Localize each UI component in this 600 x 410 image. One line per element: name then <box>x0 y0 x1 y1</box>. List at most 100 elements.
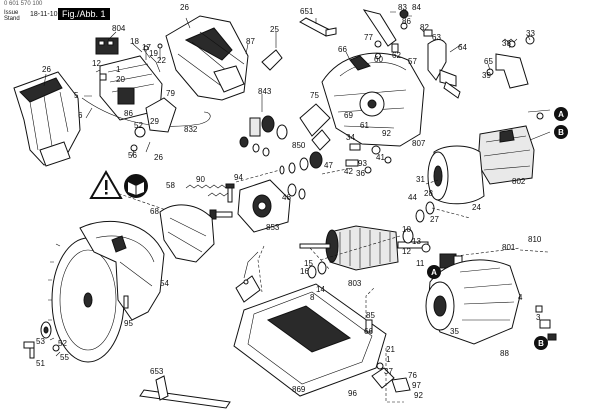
part-label: 15 <box>304 259 313 268</box>
part-label: 66 <box>338 45 347 54</box>
field-coil-802 <box>477 109 551 185</box>
right-handle-half <box>165 15 249 101</box>
callout-b-top: B <box>554 125 568 139</box>
part-label: 62 <box>392 51 401 60</box>
part-label: 85 <box>366 311 375 320</box>
callout-a-top: A <box>554 107 568 121</box>
part-label: 18 <box>130 37 139 46</box>
rip-fence-bracket <box>235 251 261 303</box>
guide-bar-653 <box>139 375 231 409</box>
pins-and-springs <box>345 143 392 174</box>
part-label: 51 <box>36 359 45 368</box>
part-label: 12 <box>92 59 101 68</box>
part-label: 31 <box>416 175 425 184</box>
small-parts-column-1 <box>374 40 399 59</box>
part-label: 28 <box>424 189 433 198</box>
part-label: 41 <box>376 153 385 162</box>
wedge-part-75 <box>299 103 331 151</box>
spring-58 <box>185 184 233 197</box>
callout-b-bottom: B <box>534 336 548 350</box>
angle-bracket <box>486 35 535 89</box>
left-handle-half <box>13 71 81 167</box>
armature-803 <box>299 201 435 279</box>
part-label: 69 <box>344 111 353 120</box>
part-label: 803 <box>348 279 362 288</box>
part-label: 843 <box>258 87 272 96</box>
part-label: 60 <box>374 55 383 64</box>
hex-key <box>299 17 337 37</box>
part-label: 92 <box>414 391 423 400</box>
part-label: 58 <box>166 181 175 190</box>
spring-38 <box>501 38 518 43</box>
issue-label: Issue Stand <box>4 10 20 22</box>
part-label: 55 <box>60 353 69 362</box>
part-label: 83 <box>398 3 407 12</box>
part-label: 47 <box>324 161 333 170</box>
part-label: 651 <box>300 7 314 16</box>
screw-94 <box>225 183 235 203</box>
base-plate <box>233 283 387 397</box>
part-label: 850 <box>292 141 306 150</box>
spindle-gear-stack <box>239 115 288 157</box>
part-label: 12 <box>402 247 411 256</box>
part-label: 853 <box>266 223 280 232</box>
part-label: 804 <box>112 24 126 33</box>
part-label: 82 <box>420 23 429 32</box>
part-label: 63 <box>432 33 441 42</box>
issue-date: 18-11-10 <box>30 11 58 18</box>
part-label: 53 <box>36 337 45 346</box>
part-label: 64 <box>458 43 467 52</box>
blade-guard-lever-68 <box>159 204 215 263</box>
part-label: 802 <box>512 177 526 186</box>
part-label: 4 <box>518 293 523 302</box>
callout-a-mid: A <box>427 265 441 279</box>
callout-a-top-label: A <box>558 110 564 119</box>
part-label: 96 <box>348 389 357 398</box>
fence-knob-parts <box>365 319 411 393</box>
part-label: 14 <box>316 285 325 294</box>
part-label: 52 <box>58 339 67 348</box>
part-label: 653 <box>150 367 164 376</box>
part-label: 75 <box>310 91 319 100</box>
issue-label-de: Stand <box>4 16 20 22</box>
part-label: 87 <box>246 37 255 46</box>
brush-holder-801 <box>421 243 463 269</box>
callout-a-mid-label: A <box>431 268 437 277</box>
part-label: 27 <box>430 215 439 224</box>
issue-label-en: Issue <box>4 10 19 16</box>
part-label: 95 <box>124 319 133 328</box>
part-label: 34 <box>346 133 355 142</box>
upper-blade-guard <box>321 52 425 147</box>
part-label: 6 <box>78 111 83 120</box>
part-label: 44 <box>408 193 417 202</box>
part-label: 3 <box>536 313 541 322</box>
gear-assembly-850 <box>279 151 323 175</box>
part-label: 810 <box>528 235 542 244</box>
bolt-46 <box>209 209 233 220</box>
part-label: 36 <box>356 169 365 178</box>
part-label: 56 <box>128 151 137 160</box>
part-label: 57 <box>408 57 417 66</box>
part-label: 54 <box>160 279 169 288</box>
part-label: 35 <box>450 327 459 336</box>
part-label: 832 <box>184 125 198 134</box>
part-label: 29 <box>150 117 159 126</box>
blade-clamp-parts <box>23 295 129 359</box>
part-label: 5 <box>74 91 79 100</box>
part-label: 79 <box>166 89 175 98</box>
part-label: 90 <box>196 175 205 184</box>
part-label: 801 <box>502 243 516 252</box>
part-label: 97 <box>412 381 421 390</box>
cord-strain-parts <box>535 305 557 341</box>
part-label: 46 <box>282 193 291 202</box>
part-labels: 26 804 18 17 19 22 12 5 6 1 20 56 26 86 … <box>36 3 542 400</box>
part-label: 86 <box>124 109 133 118</box>
part-label: 68 <box>150 207 159 216</box>
switch-assembly <box>81 37 211 152</box>
part-label: 21 <box>386 345 395 354</box>
part-label: 24 <box>472 203 481 212</box>
part-label: 869 <box>292 385 306 394</box>
motor-housing-24 <box>427 145 485 205</box>
callout-b-bottom-label: B <box>538 339 544 348</box>
